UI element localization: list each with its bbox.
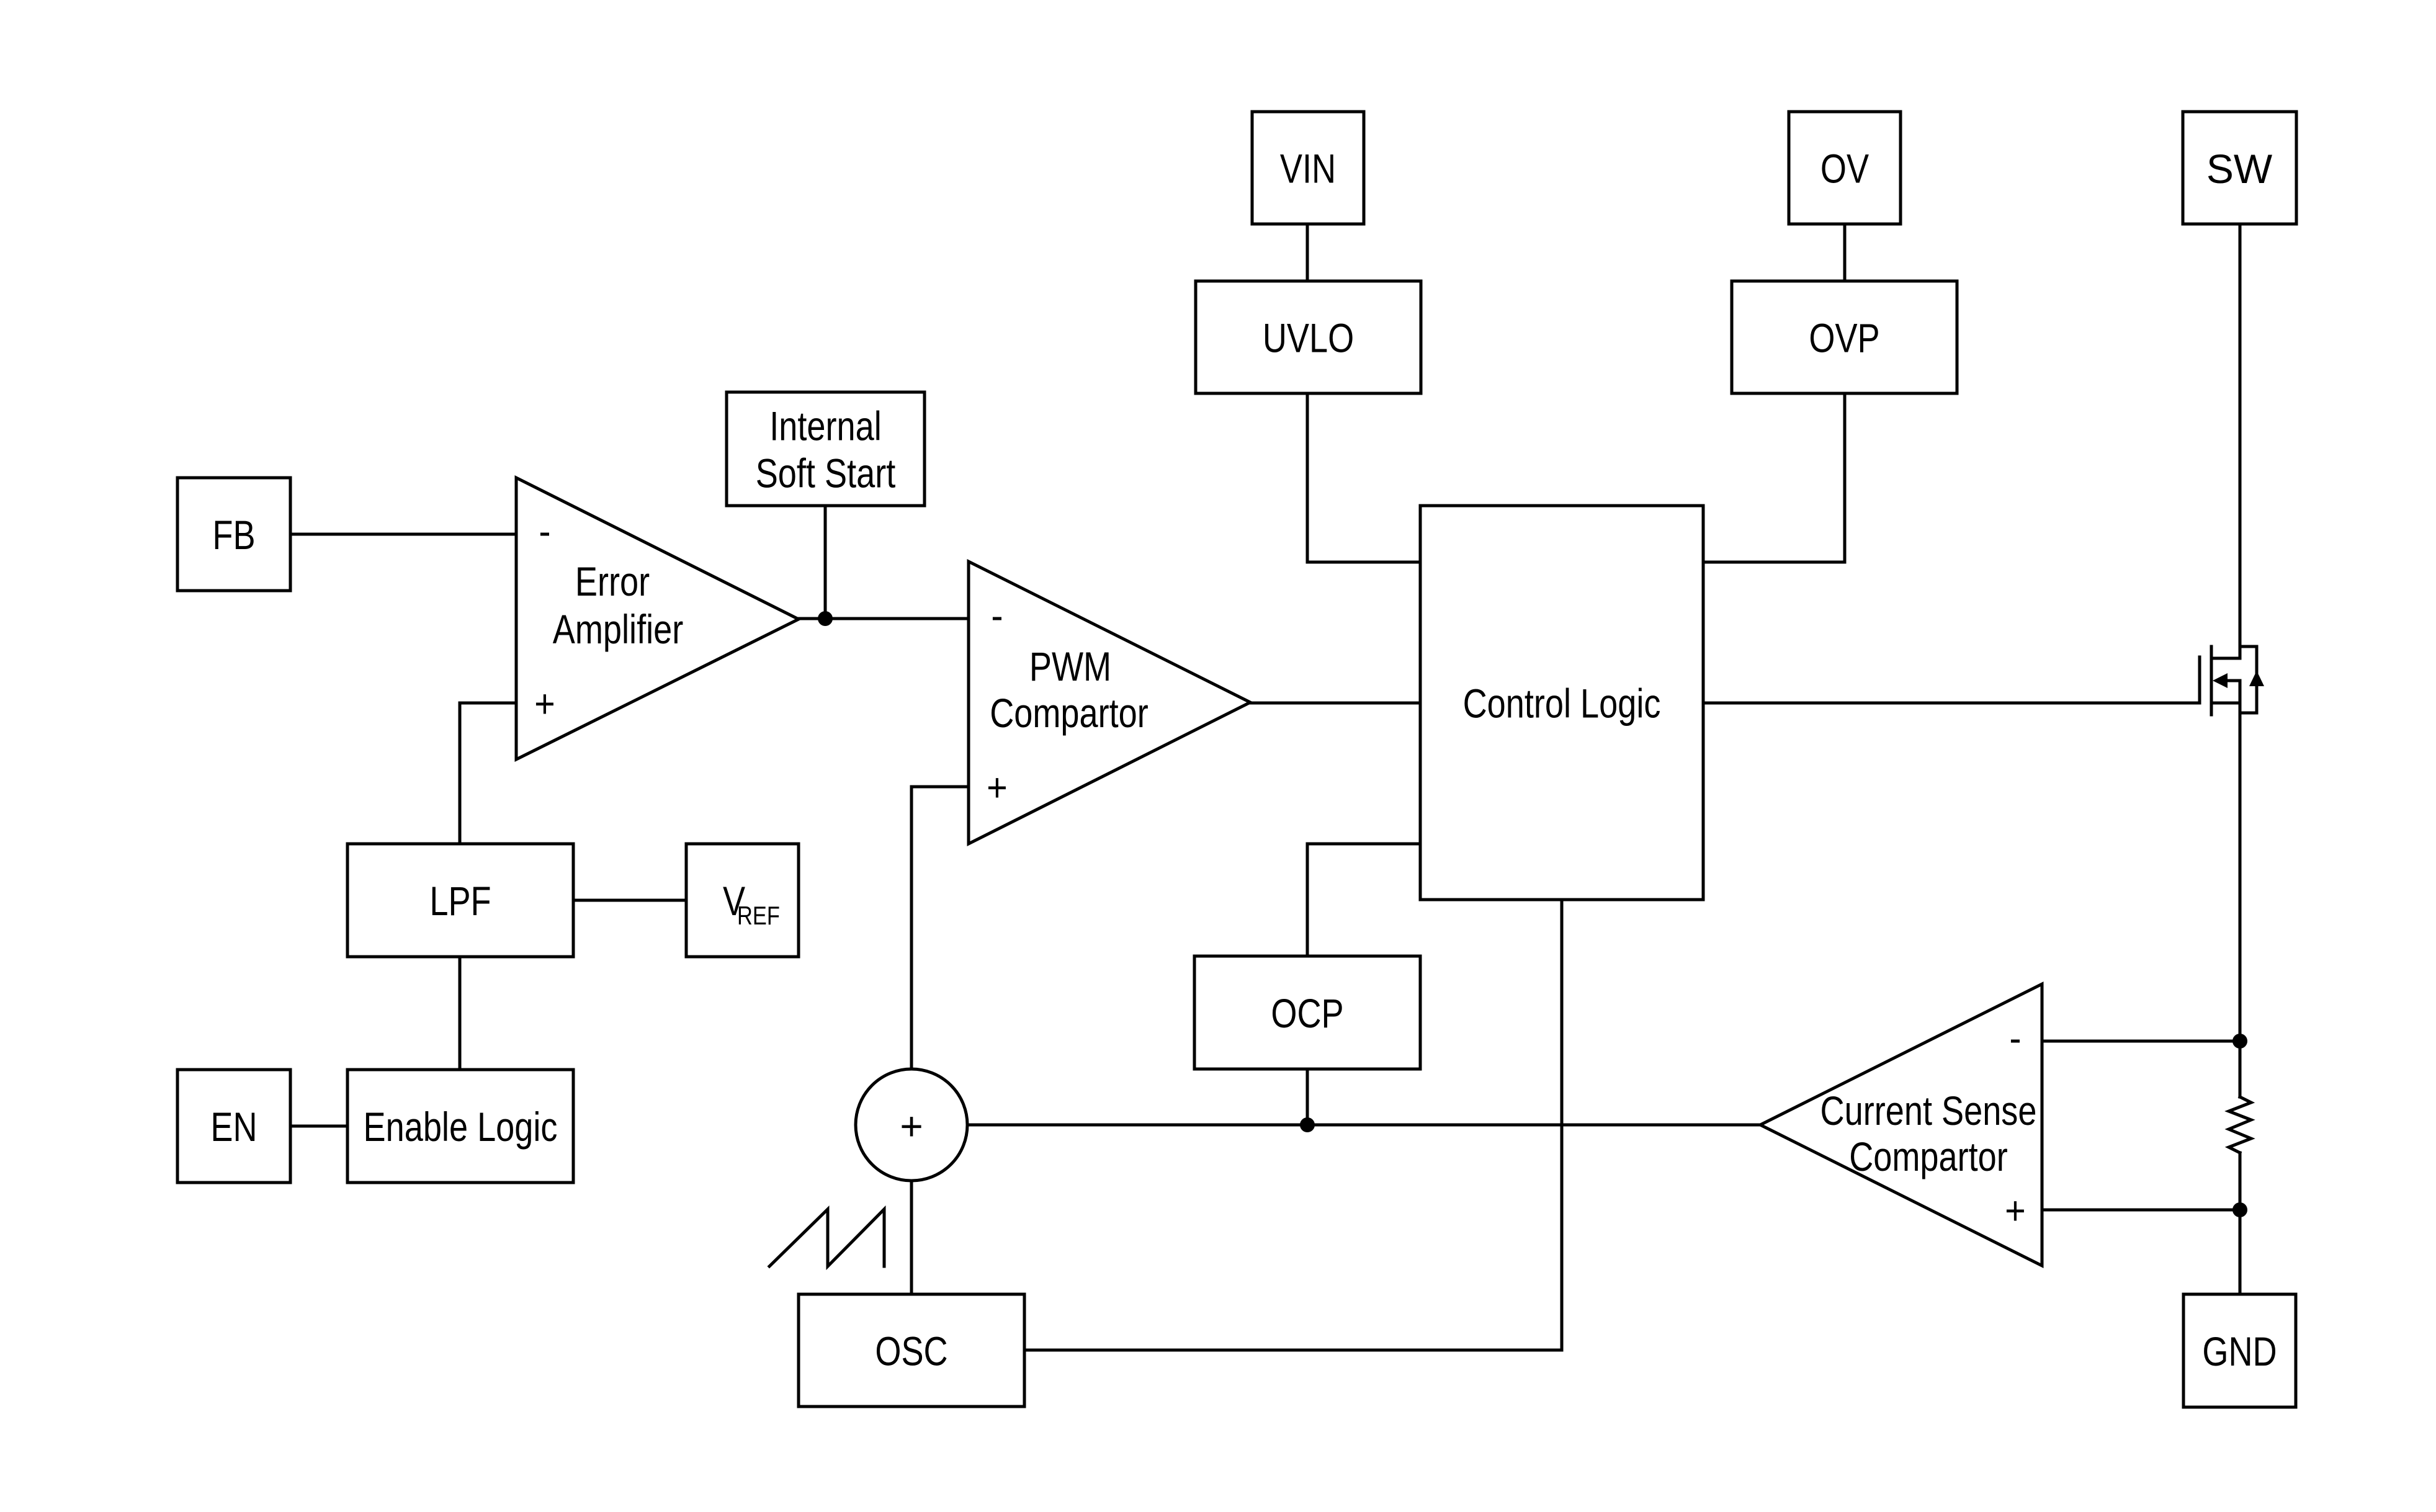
osc-block-label: OSC: [875, 1328, 947, 1374]
error-amplifier-label: Error: [575, 558, 650, 604]
ocp-block-frame: [1193, 954, 1422, 1071]
current-sense-comparator: [1757, 981, 2044, 1269]
soft-start-block[interactable]: [725, 390, 926, 508]
pin-fb-frame: [176, 476, 292, 593]
osc-block[interactable]: [797, 1292, 1026, 1408]
junction-dot: [2232, 1202, 2247, 1217]
pin-sw[interactable]: [2181, 110, 2298, 226]
pwm-comparator-triangle: [967, 558, 1254, 847]
junction-dot: [818, 611, 833, 626]
diode-arrow-icon: [2249, 671, 2264, 686]
junction-dot: [2232, 1034, 2247, 1049]
current-sense-comparator-triangle: [1757, 981, 2044, 1269]
current-sense-comparator-label: Compartor: [1849, 1134, 2008, 1179]
pin-ov[interactable]: [1787, 110, 1902, 226]
pin-ov-frame: [1787, 110, 1902, 226]
junction-dot: [1300, 1117, 1315, 1132]
osc-block-frame: [797, 1292, 1026, 1408]
ocp-block-label: OCP: [1271, 990, 1343, 1036]
pin-sw-label: SW: [2206, 146, 2273, 192]
error-amplifier-label: Amplifier: [553, 606, 683, 652]
uvlo-block-frame: [1194, 279, 1423, 395]
ovp-block-frame: [1730, 279, 1959, 395]
mosfet-arrow-icon: [2213, 673, 2228, 688]
error-amplifier: [514, 475, 802, 763]
error-amplifier-triangle: [514, 475, 802, 763]
wire-sw-to-drain: [2210, 222, 2242, 660]
pin-gnd[interactable]: [2182, 1292, 2298, 1409]
pin-en[interactable]: [176, 1068, 292, 1184]
sawtooth-waveform-icon: [767, 1205, 886, 1271]
soft-start-block-label: Internal: [769, 403, 881, 449]
control-logic-block-frame: [1418, 504, 1705, 901]
pwm-comparator-label: PWM: [1029, 643, 1111, 689]
wire-osc-to-control-logic: [1023, 898, 1564, 1352]
lpf-block-label: LPF: [429, 878, 491, 924]
pin-sw-frame: [2181, 110, 2298, 226]
control-logic-block-label: Control Logic: [1463, 680, 1661, 726]
enable-logic-block-label: Enable Logic: [364, 1104, 558, 1150]
sense-resistor-icon: [2224, 1094, 2255, 1155]
pin-gnd-frame: [2182, 1292, 2298, 1409]
pin-en-frame: [176, 1068, 292, 1184]
current-sense-comparator-plus-sign: +: [2005, 1188, 2026, 1232]
pwm-comparator-label: Compartor: [990, 690, 1149, 736]
wire-ocp-to-control-logic: [1305, 842, 1422, 958]
summing-junction: [854, 1067, 969, 1183]
control-logic-block[interactable]: [1418, 504, 1705, 901]
pwm-comparator-plus-sign: +: [987, 765, 1008, 809]
pin-fb[interactable]: [176, 476, 292, 593]
pin-en-label: EN: [210, 1104, 257, 1150]
pwm-comparator: [967, 558, 1254, 847]
wire-lpf-to-error-amp: [458, 701, 518, 846]
ocp-block[interactable]: [1193, 954, 1422, 1071]
enable-logic-block-frame: [346, 1068, 575, 1184]
vref-subscript: REF: [737, 901, 780, 931]
pin-ov-label: OV: [1820, 145, 1869, 191]
pin-fb-label: FB: [212, 512, 255, 558]
wire-ovp-to-control-logic: [1701, 391, 1847, 564]
pin-vin[interactable]: [1250, 110, 1366, 226]
pin-vin-frame: [1250, 110, 1366, 226]
summing-junction-circle: [854, 1067, 969, 1183]
n-channel-mosfet-icon: [2198, 645, 2264, 717]
lpf-block[interactable]: [346, 842, 575, 959]
lpf-block-frame: [346, 842, 575, 959]
shapes: [176, 110, 2298, 1409]
enable-logic-block[interactable]: [346, 1068, 575, 1184]
uvlo-block-label: UVLO: [1263, 315, 1354, 360]
pwm-comparator-minus-sign: -: [991, 593, 1003, 637]
pin-vin-label: VIN: [1280, 145, 1336, 191]
uvlo-block[interactable]: [1194, 279, 1423, 395]
summing-plus-sign: +: [900, 1104, 923, 1148]
current-sense-comparator-label: Current Sense: [1820, 1088, 2037, 1134]
ovp-block-label: OVP: [1809, 315, 1879, 360]
soft-start-block-frame: [725, 390, 926, 508]
vref-block-frame: [684, 842, 800, 959]
ovp-block[interactable]: [1730, 279, 1959, 395]
wire-control-to-gate: [1701, 655, 2201, 705]
vref-label: V: [723, 878, 745, 924]
wire-summer-to-pwm: [910, 785, 970, 1071]
soft-start-block-label: Soft Start: [756, 450, 896, 496]
error-amplifier-minus-sign: -: [539, 509, 550, 553]
pin-gnd-label: GND: [2202, 1328, 2277, 1374]
current-sense-comparator-minus-sign: -: [2009, 1016, 2021, 1060]
error-amplifier-plus-sign: +: [534, 681, 555, 725]
wire-uvlo-to-control-logic: [1305, 391, 1422, 564]
vref-block[interactable]: [684, 842, 800, 959]
